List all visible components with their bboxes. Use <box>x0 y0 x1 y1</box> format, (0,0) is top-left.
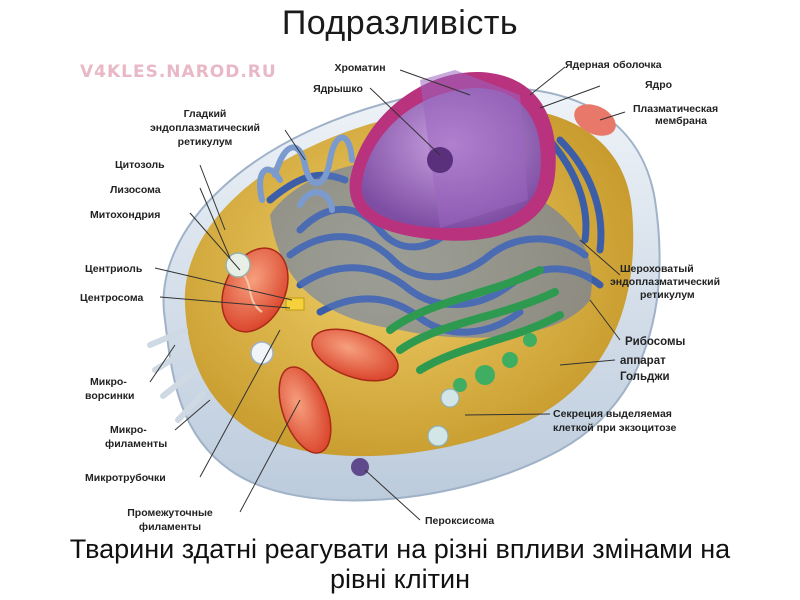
label-smooth-er-1: Гладкий <box>184 108 227 120</box>
label-microvilli-1: Микро- <box>90 376 127 388</box>
caption: Тварини здатні реагувати на різні впливи… <box>20 534 780 594</box>
label-lysosome: Лизосома <box>110 184 161 196</box>
mitochondrion-3 <box>278 366 332 454</box>
label-centriole: Центриоль <box>85 263 143 275</box>
secretory-vesicle <box>427 388 460 447</box>
label-intermediate-filaments-2: филаменты <box>139 521 201 533</box>
microvilli <box>147 327 206 423</box>
label-golgi-1: аппарат <box>620 355 666 367</box>
label-nuclear-envelope: Ядерная оболочка <box>565 59 662 71</box>
label-ribosomes: Рибосомы <box>625 336 685 348</box>
vesicle <box>250 341 274 365</box>
label-plasma-membrane-1: Плазматическая <box>633 103 718 115</box>
label-mitochondrion: Митохондрия <box>90 209 160 221</box>
golgi-apparatus <box>386 266 564 374</box>
label-rough-er-1: Шероховатый <box>620 263 694 275</box>
label-peroxisome: Пероксисома <box>425 515 494 527</box>
leader-lines <box>149 66 626 521</box>
mitochondrion-4 <box>574 104 616 136</box>
label-cytosol: Цитозоль <box>115 159 165 171</box>
label-rough-er-3: ретикулум <box>640 289 695 301</box>
label-microfilaments-2: филаменты <box>105 438 167 450</box>
watermark: V4KLES.NAROD.RU <box>80 62 277 82</box>
label-nucleus: Ядро <box>645 79 672 91</box>
caption-line-2: рівні клітин <box>330 564 470 594</box>
label-secretion-2: клеткой при экзоцитозе <box>553 422 676 434</box>
peroxisome <box>351 458 369 476</box>
label-secretion-1: Секреция выделяемая <box>553 408 672 420</box>
label-smooth-er-3: ретикулум <box>178 136 233 148</box>
golgi-vesicles <box>453 333 537 392</box>
nucleus <box>349 70 556 241</box>
nucleolus <box>427 147 453 173</box>
mitochondrion-2 <box>311 328 399 382</box>
label-golgi-2: Гольджи <box>620 371 670 383</box>
label-centrosome: Центросома <box>80 292 144 304</box>
lysosome <box>225 252 251 278</box>
label-microtubules: Микротрубочки <box>85 472 166 484</box>
label-rough-er-2: эндоплазматический <box>610 276 720 288</box>
label-nucleolus: Ядрышко <box>313 83 363 95</box>
label-plasma-membrane-2: мембрана <box>655 115 707 127</box>
label-smooth-er-2: эндоплазматический <box>150 122 260 134</box>
smooth-er <box>257 134 355 213</box>
centrosome <box>285 297 305 311</box>
label-chromatin: Хроматин <box>334 62 385 74</box>
label-microvilli-2: ворсинки <box>85 390 135 402</box>
caption-line-1: Тварини здатні реагувати на різні впливи… <box>69 534 731 564</box>
label-intermediate-filaments-1: Промежуточные <box>127 507 213 519</box>
label-microfilaments-1: Микро- <box>110 424 147 436</box>
slide-title: Подразливість <box>281 4 519 42</box>
